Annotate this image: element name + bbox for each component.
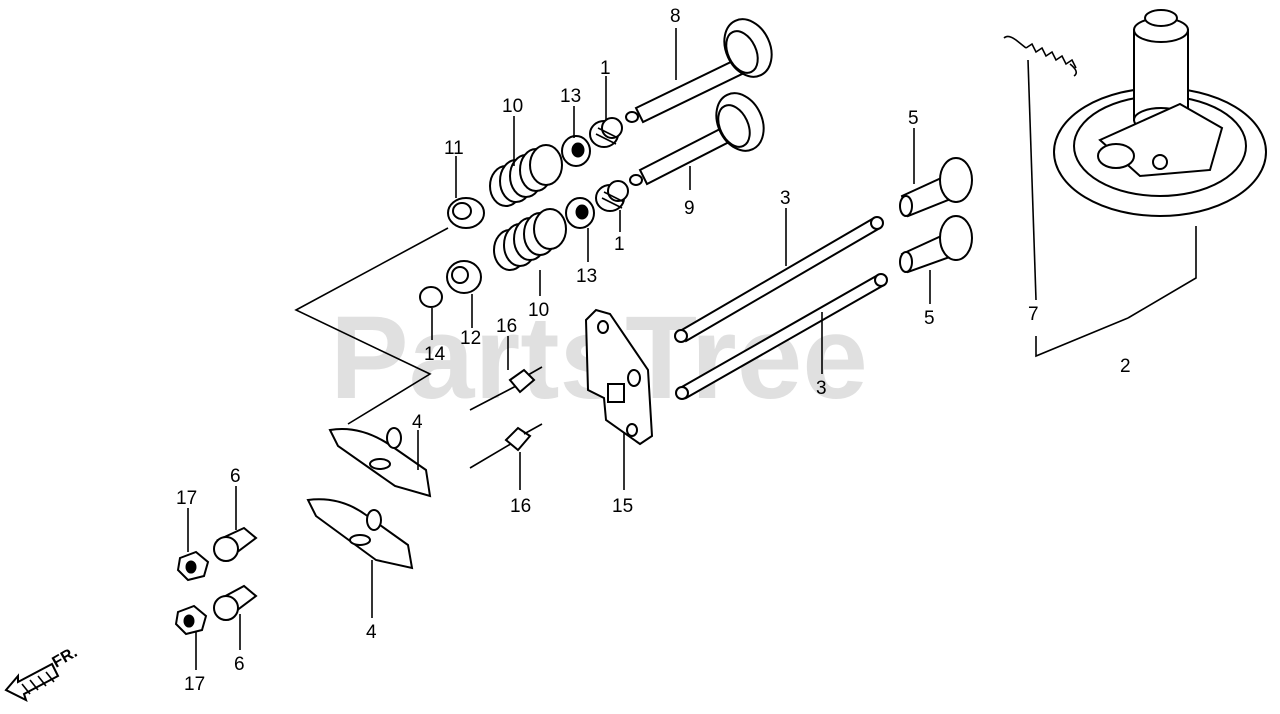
- valve-lifter-upper[interactable]: [899, 157, 973, 218]
- valve-keeper-lower[interactable]: [595, 180, 629, 212]
- valve-keeper-upper[interactable]: [589, 117, 623, 148]
- callout-4-bot: 4: [366, 622, 377, 643]
- valve-spring-retainer-lower[interactable]: [565, 197, 595, 229]
- pivot-lock-nut-upper[interactable]: [176, 550, 210, 582]
- valve-spring-upper[interactable]: [489, 144, 563, 207]
- callout-14: 14: [424, 344, 446, 365]
- push-rod-guide-plate[interactable]: [584, 308, 654, 446]
- callout-12: 12: [460, 328, 481, 349]
- front-direction-arrow: FR.: [4, 644, 80, 702]
- valve-spring-retainer-upper[interactable]: [561, 135, 591, 167]
- callout-17-bot: 17: [184, 674, 205, 695]
- callout-16-top: 16: [496, 316, 517, 337]
- callout-6-top: 6: [230, 466, 241, 487]
- leader-lines: [187, 28, 1197, 670]
- valve-spring-lower[interactable]: [493, 208, 567, 271]
- callout-7: 7: [1028, 304, 1039, 325]
- decompressor-spring[interactable]: [1003, 35, 1078, 77]
- callout-10-bot: 10: [528, 300, 549, 321]
- rocker-arm-lower[interactable]: [306, 498, 414, 570]
- pivot-adjusting-nut-lower[interactable]: [213, 584, 258, 621]
- callout-1-bot: 1: [614, 234, 625, 255]
- callout-16-bot: 16: [510, 496, 531, 517]
- callout-1-top: 1: [600, 58, 611, 79]
- camshaft[interactable]: [1053, 9, 1267, 217]
- rocker-arm-pivot-bolt-upper[interactable]: [469, 366, 543, 411]
- callout-2: 2: [1120, 356, 1131, 377]
- pivot-lock-nut-lower[interactable]: [174, 604, 208, 636]
- callout-3-top: 3: [780, 188, 791, 209]
- valve-cap[interactable]: [419, 286, 443, 308]
- push-rod-upper[interactable]: [674, 216, 884, 343]
- rocker-arm-upper[interactable]: [328, 427, 432, 498]
- valve-lifter-lower[interactable]: [899, 215, 973, 274]
- pivot-adjusting-nut-upper[interactable]: [213, 526, 258, 562]
- callout-17-top: 17: [176, 488, 197, 509]
- rocker-arm-pivot-bolt-lower[interactable]: [469, 423, 543, 469]
- callout-10-top: 10: [502, 96, 523, 117]
- callout-9: 9: [684, 198, 695, 219]
- callout-8: 8: [670, 6, 681, 27]
- valve-stem-seal[interactable]: [447, 197, 485, 229]
- callout-5-top: 5: [908, 108, 919, 129]
- push-rod-lower[interactable]: [675, 273, 888, 400]
- callout-13-bot: 13: [576, 266, 597, 287]
- callout-13-top: 13: [560, 86, 581, 107]
- exhaust-valve[interactable]: [629, 86, 773, 186]
- exhaust-valve-spring-seat[interactable]: [446, 260, 482, 294]
- callout-4-top: 4: [412, 412, 423, 433]
- callout-5-bot: 5: [924, 308, 935, 329]
- callout-11: 11: [444, 138, 464, 159]
- callout-15: 15: [612, 496, 633, 517]
- callout-3-bot: 3: [816, 378, 827, 399]
- intake-valve[interactable]: [625, 12, 781, 124]
- callouts: 8 1 13 10 11 9 1 13 10 12 14 16 16 15 3 …: [176, 6, 1131, 695]
- callout-6-bot: 6: [234, 654, 245, 675]
